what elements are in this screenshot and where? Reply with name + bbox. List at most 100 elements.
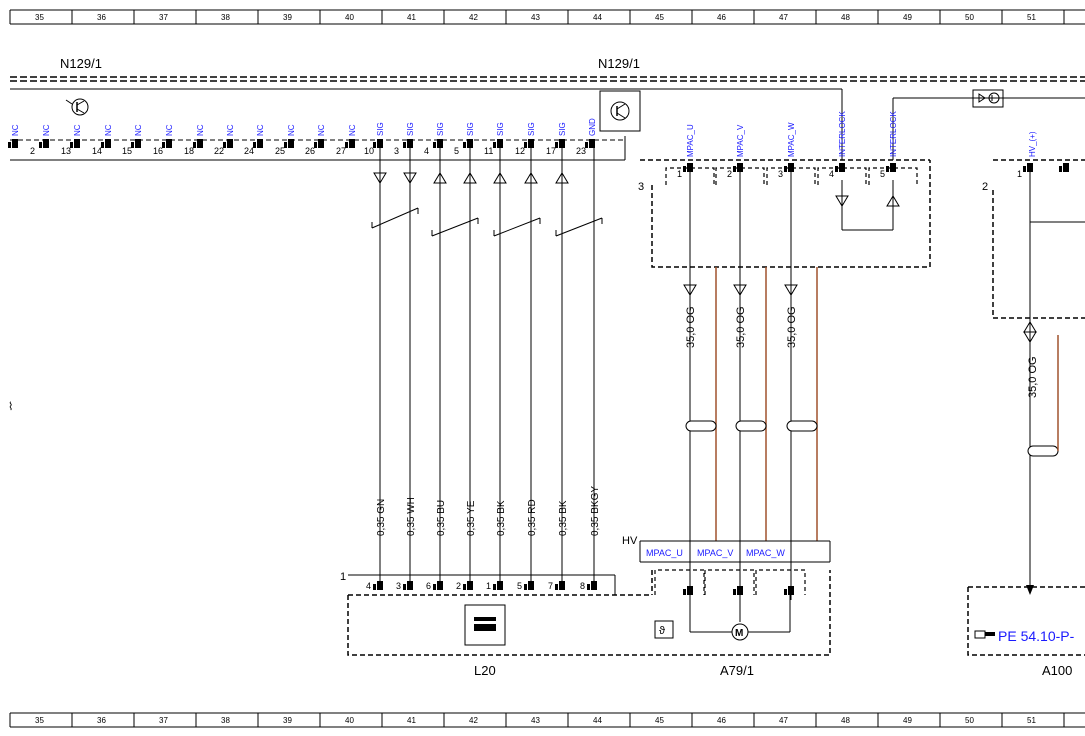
- hv-pin-label: INTERLOCK: [889, 111, 898, 157]
- ruler-number: 38: [221, 13, 230, 22]
- pin-label: NC: [11, 124, 20, 136]
- pin-label: NC: [226, 124, 235, 136]
- wire-label: 0,35 BKGY: [590, 486, 601, 536]
- pin-number: 5: [454, 146, 459, 156]
- pin-number: 22: [214, 146, 224, 156]
- transistor-icon: [978, 92, 1000, 104]
- wire-label: 0,35 BK: [496, 500, 507, 536]
- l20-pin: [524, 581, 534, 590]
- l20-pin: [463, 581, 473, 590]
- pin-marker: [223, 139, 233, 148]
- ruler-number: 41: [407, 13, 416, 22]
- hv-wire-label: 35,0 OG: [685, 306, 697, 348]
- wire-label: 0,35 WH: [406, 497, 417, 536]
- ruler-number: 51: [1027, 716, 1036, 725]
- l20-pin-number: 5: [517, 581, 522, 591]
- l20-pin-number: 8: [580, 581, 585, 591]
- ruler-number: 47: [779, 716, 788, 725]
- pin-label: SIG: [496, 122, 505, 136]
- l20-pin-number: 4: [366, 581, 371, 591]
- component-label-a100: A100: [1042, 663, 1072, 678]
- ruler-number: 45: [655, 13, 664, 22]
- wire-label: 0,35 GN: [376, 499, 387, 536]
- hv-pin-label: MPAC_V: [736, 124, 745, 157]
- l20-pin-number: 1: [486, 581, 491, 591]
- pin-label: NC: [287, 124, 296, 136]
- ruler-number: 35: [35, 716, 44, 725]
- l20-pin: [587, 581, 597, 590]
- hv-wire-label: 35,0 OG: [786, 306, 798, 348]
- component-label-n129-left: N129/1: [60, 56, 102, 71]
- pin-label: SIG: [376, 122, 385, 136]
- transistor-box: [599, 90, 641, 132]
- hv-pin-number: 1: [677, 169, 682, 179]
- pin-number: 11: [484, 146, 493, 156]
- transistor-icon: [610, 101, 630, 121]
- hv-pin-number: 4: [829, 169, 834, 179]
- pin-number: 3: [394, 146, 399, 156]
- pin-number: 26: [305, 146, 315, 156]
- coil-icon: [474, 617, 496, 631]
- hv-pin-label: MPAC_W: [787, 122, 796, 157]
- ruler-number: 48: [841, 13, 850, 22]
- transistor-icon: [65, 98, 89, 116]
- ruler-number: 35: [35, 13, 44, 22]
- l20-connector-number: 1: [340, 571, 346, 583]
- temperature-sensor-icon: ϑ: [659, 625, 665, 637]
- ruler-number: 39: [283, 716, 292, 725]
- hv-wire-label: 35,0 OG: [735, 306, 747, 348]
- pin-number: 2: [30, 146, 35, 156]
- ruler-number: 50: [965, 13, 974, 22]
- pin-number: 17: [546, 146, 556, 156]
- ruler-number: 51: [1027, 13, 1036, 22]
- hv-connector: 3 MPAC_U1MPAC_V2MPAC_W3INTERLOCK4INTERLO…: [638, 111, 931, 268]
- pin-marker: [70, 139, 80, 148]
- ruler-number: 44: [593, 716, 602, 725]
- ruler-number: 46: [717, 716, 726, 725]
- pin-number: 16: [153, 146, 163, 156]
- l20-pin-number: 7: [548, 581, 553, 591]
- l20-pin: [493, 581, 503, 590]
- pin-label: NC: [317, 124, 326, 136]
- a79-pin-label: MPAC_V: [697, 548, 733, 558]
- pin-label: SIG: [406, 122, 415, 136]
- ruler-number: 36: [97, 716, 106, 725]
- pin-number: 4: [424, 146, 429, 156]
- wire-label: 0,35 BU: [436, 500, 447, 536]
- wire-label: 0,35 YE: [466, 500, 477, 536]
- svg-text:M: M: [735, 628, 743, 639]
- l20-pin: [433, 581, 443, 590]
- pin-number: 18: [184, 146, 194, 156]
- hv-connector-number: 3: [638, 181, 644, 193]
- l20-pin: [555, 581, 565, 590]
- right-connector: 2 HV_(+) 1 35,0 OG PE 54.10-P- A100: [967, 131, 1085, 678]
- ruler-number: 36: [97, 13, 106, 22]
- motor-icon: M: [731, 623, 749, 641]
- pin-number: 14: [92, 146, 102, 156]
- ruler-number: 49: [903, 13, 912, 22]
- ruler-number: 46: [717, 13, 726, 22]
- pin-label: NC: [348, 124, 357, 136]
- pin-marker: [39, 139, 49, 148]
- ruler-number: 43: [531, 13, 540, 22]
- pin-number: 23: [576, 146, 586, 156]
- pin-label: NC: [73, 124, 82, 136]
- ruler-number: 49: [903, 716, 912, 725]
- transistor-box-right: [972, 89, 1004, 108]
- l20-pin-number: 2: [456, 581, 461, 591]
- hv-pin-label: MPAC_U: [686, 124, 695, 157]
- signal-wires: 0,35 GN 0,35 WH 0,35 BU 0,35 YE 0,35 BK 0,35 …: [371, 148, 603, 585]
- pin-label: NC: [134, 124, 143, 136]
- ruler-number: 44: [593, 13, 602, 22]
- reference-link[interactable]: PE 54.10-P-: [998, 628, 1075, 644]
- hv-wires: 35,0 OG 35,0 OG 35,0 OG: [683, 172, 818, 600]
- l20-pin-number: 6: [426, 581, 431, 591]
- ruler-number: 37: [159, 13, 168, 22]
- ruler-number: 45: [655, 716, 664, 725]
- pin-number: 10: [364, 146, 374, 156]
